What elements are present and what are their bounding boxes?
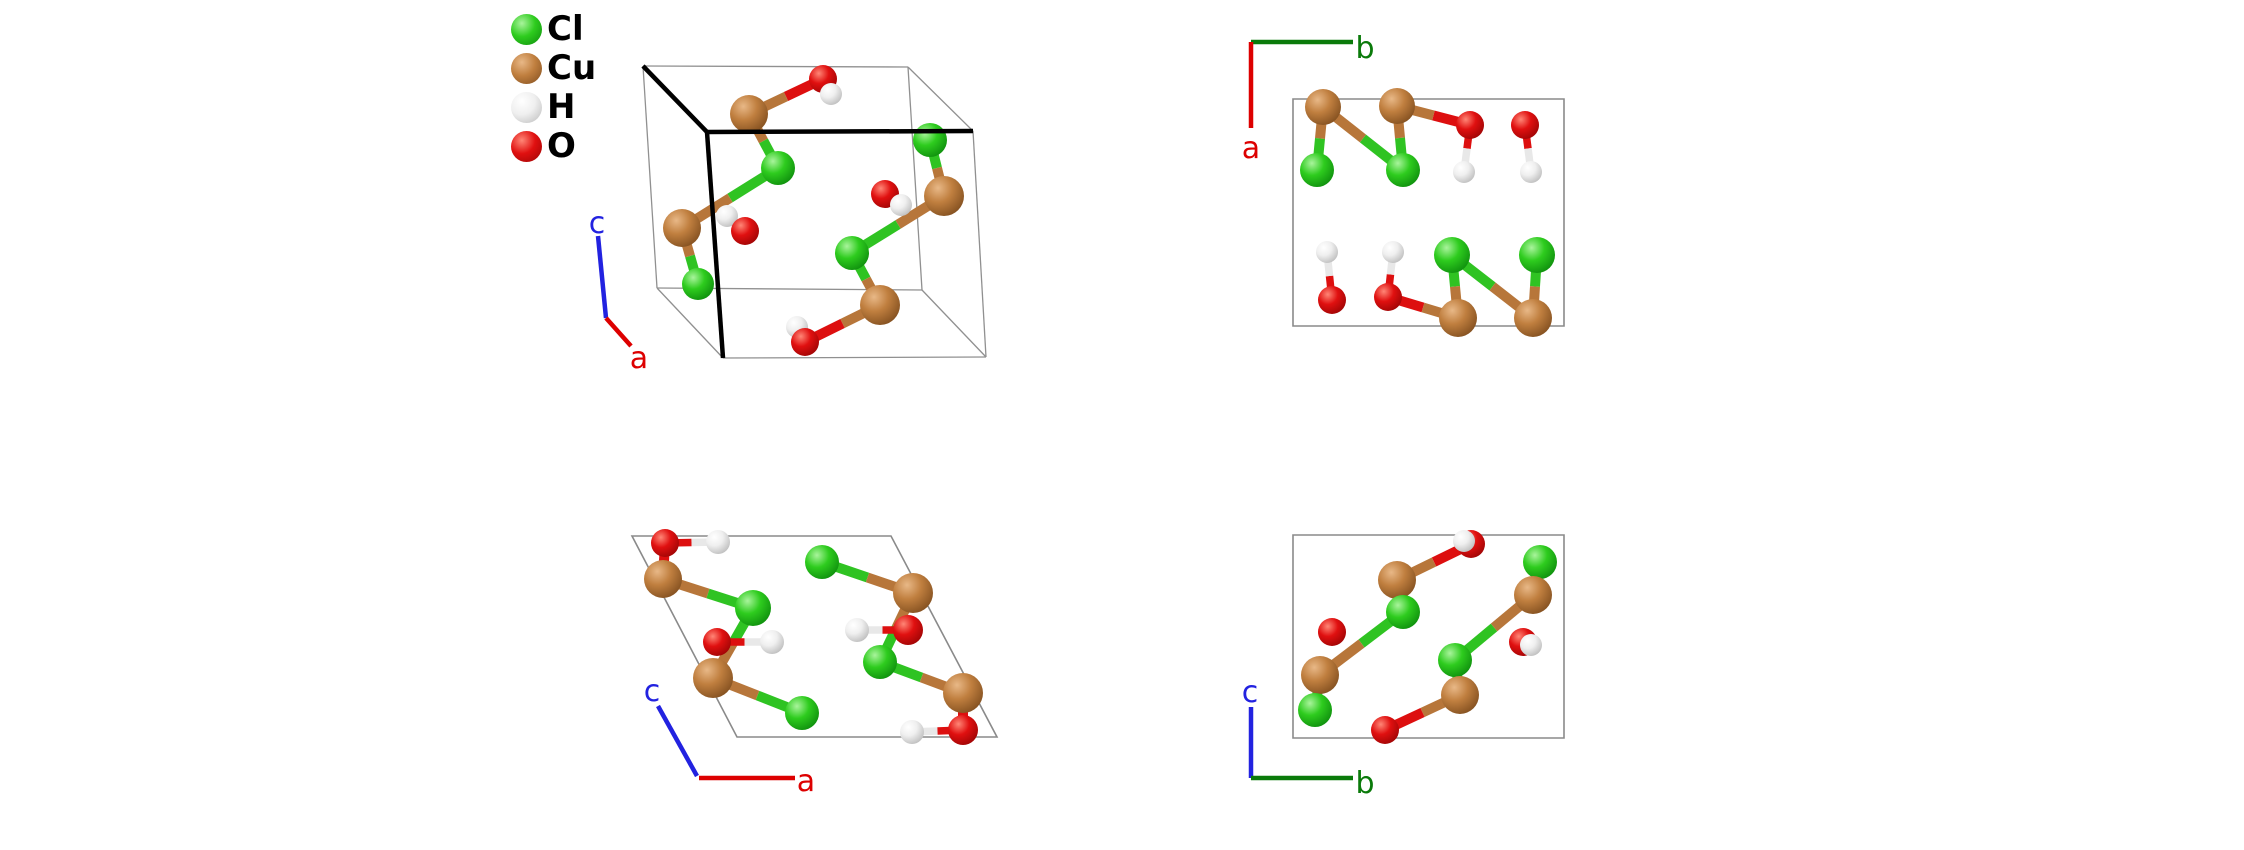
legend-label: H	[547, 87, 576, 127]
panel-projection-a-c: ca	[630, 529, 999, 799]
panel-projection-b-c: cb	[1242, 530, 1565, 801]
atom-o	[1318, 286, 1346, 314]
axis-label-c: c	[644, 674, 661, 709]
legend-item-h: H	[511, 87, 596, 127]
atom-cu	[1379, 88, 1415, 124]
atom-cl	[785, 696, 819, 730]
atom-h	[845, 618, 869, 642]
atom-o	[893, 615, 923, 645]
atom-cu	[924, 176, 964, 216]
axis-label-b: b	[1355, 766, 1374, 801]
atom-o	[1511, 111, 1539, 139]
atom-h	[760, 630, 784, 654]
cell-edge	[972, 130, 987, 358]
atom-h	[1382, 241, 1404, 263]
atom-cl	[735, 590, 771, 626]
atom-h	[706, 530, 730, 554]
atom-cu	[1301, 656, 1339, 694]
axis-label-b: b	[1355, 31, 1374, 66]
axis-label-c: c	[1242, 675, 1259, 710]
h-atom-swatch	[511, 92, 542, 123]
element-legend: Cl Cu H O	[511, 9, 597, 166]
atom-cl	[863, 645, 897, 679]
cu-atom-swatch	[511, 53, 542, 84]
axis-line-a	[604, 316, 633, 348]
atom-cl	[913, 123, 947, 157]
cl-atom-swatch	[511, 14, 542, 45]
atom-cu	[1378, 561, 1416, 599]
atom-h	[716, 205, 738, 227]
atom-cl	[1519, 237, 1555, 273]
atom-cu	[860, 285, 900, 325]
cell-edge	[642, 65, 658, 289]
axis-line-c	[656, 704, 699, 778]
atom-cu	[1514, 299, 1552, 337]
atom-h	[820, 83, 842, 105]
panel-projection-b-a: ba	[1242, 31, 1565, 337]
unit-cell-outline	[1292, 98, 1565, 327]
atom-cu	[693, 658, 733, 698]
atom-o	[1456, 111, 1484, 139]
cell-edge	[907, 66, 923, 291]
atom-o	[1371, 716, 1399, 744]
cell-edge-bold	[704, 131, 726, 359]
legend-label: Cl	[547, 9, 584, 49]
atom-o	[703, 628, 731, 656]
atom-h	[1453, 161, 1475, 183]
atom-cl	[682, 268, 714, 300]
atom-cu	[1439, 299, 1477, 337]
atom-cu	[943, 673, 983, 713]
cell-edge	[921, 289, 987, 358]
atom-o	[948, 715, 978, 745]
atom-cl	[1298, 693, 1332, 727]
atom-cu	[1305, 89, 1341, 125]
atom-h	[1520, 161, 1542, 183]
atom-cl	[1434, 237, 1470, 273]
cell-edge	[722, 356, 987, 359]
atom-cu	[1514, 576, 1552, 614]
cell-edge	[907, 66, 974, 132]
atom-o	[651, 529, 679, 557]
axis-line-c	[595, 235, 609, 319]
atom-cu	[1441, 676, 1479, 714]
axis-label-a: a	[797, 764, 815, 799]
atom-cl	[1523, 545, 1557, 579]
atom-o	[731, 217, 759, 245]
atom-h	[1520, 634, 1542, 656]
atom-cl	[1386, 595, 1420, 629]
atom-cu	[663, 209, 701, 247]
atom-o	[791, 328, 819, 356]
legend-item-o: O	[511, 126, 596, 166]
legend-label: Cu	[547, 48, 597, 88]
o-atom-swatch	[511, 131, 542, 162]
axis-label-a: a	[1242, 131, 1260, 166]
atom-cl	[1386, 153, 1420, 187]
legend-item-cu: Cu	[511, 48, 597, 88]
atom-h	[1453, 530, 1475, 552]
panel-perspective-view: ca	[589, 64, 987, 376]
atom-cl	[805, 545, 839, 579]
atom-h	[1316, 241, 1338, 263]
atom-o	[1374, 283, 1402, 311]
atom-cu	[644, 560, 682, 598]
axis-label-a: a	[630, 341, 648, 376]
atom-cl	[761, 151, 795, 185]
atom-cl	[1438, 643, 1472, 677]
cell-edge	[642, 65, 909, 68]
legend-label: O	[547, 126, 576, 166]
atom-o	[1318, 618, 1346, 646]
cell-edge-bold	[641, 64, 709, 134]
atom-cl	[835, 236, 869, 270]
atom-h	[890, 194, 912, 216]
atom-cu	[730, 95, 768, 133]
atom-cl	[1300, 153, 1334, 187]
legend-item-cl: Cl	[511, 9, 596, 49]
atom-cu	[893, 573, 933, 613]
cell-edge-bold	[706, 128, 974, 135]
atom-h	[900, 720, 924, 744]
axis-label-c: c	[589, 206, 606, 241]
cell-edge	[656, 287, 724, 359]
